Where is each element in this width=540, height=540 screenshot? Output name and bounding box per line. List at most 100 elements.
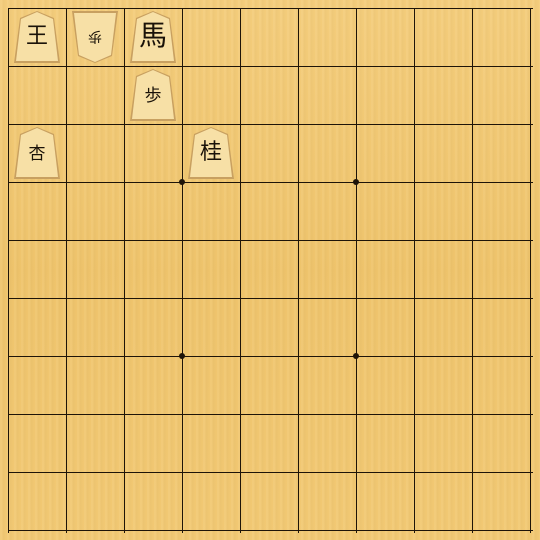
board-square[interactable]: [8, 66, 66, 124]
board-square[interactable]: [124, 356, 182, 414]
board-square[interactable]: [298, 298, 356, 356]
board-square[interactable]: [472, 472, 530, 530]
piece-shape: [72, 11, 118, 63]
board-square[interactable]: [298, 124, 356, 182]
board-square[interactable]: [356, 182, 414, 240]
grid-line-vertical: [530, 8, 531, 533]
board-square[interactable]: [414, 8, 472, 66]
board-square[interactable]: [472, 356, 530, 414]
board-square[interactable]: [356, 8, 414, 66]
board-square[interactable]: [298, 356, 356, 414]
board-square[interactable]: [66, 182, 124, 240]
knight-piece[interactable]: 桂: [186, 126, 236, 180]
board-square[interactable]: [66, 66, 124, 124]
grid-line-vertical: [414, 8, 415, 533]
pawn-piece[interactable]: 歩: [128, 68, 178, 122]
board-square[interactable]: [66, 356, 124, 414]
board-square[interactable]: [298, 66, 356, 124]
board-square[interactable]: [66, 472, 124, 530]
horse-piece[interactable]: 馬: [128, 10, 178, 64]
piece-shape: [130, 11, 176, 63]
board-square[interactable]: [240, 66, 298, 124]
grid-line-horizontal: [8, 530, 533, 531]
board-square[interactable]: [356, 66, 414, 124]
board-square[interactable]: [182, 472, 240, 530]
board-square[interactable]: [298, 182, 356, 240]
piece-label: 歩: [144, 86, 162, 106]
grid-line-horizontal: [8, 8, 533, 9]
board-square[interactable]: [414, 66, 472, 124]
grid-line-vertical: [472, 8, 473, 533]
grid-line-horizontal: [8, 356, 533, 357]
board-square[interactable]: [8, 356, 66, 414]
board-square[interactable]: [182, 298, 240, 356]
board-square[interactable]: [356, 124, 414, 182]
board-square[interactable]: [124, 298, 182, 356]
board-square[interactable]: [8, 414, 66, 472]
board-square[interactable]: [240, 8, 298, 66]
board-square[interactable]: [66, 124, 124, 182]
board-square[interactable]: [124, 414, 182, 472]
king-piece[interactable]: 王: [12, 10, 62, 64]
board-square[interactable]: [356, 356, 414, 414]
board-square[interactable]: [66, 240, 124, 298]
board-square[interactable]: [356, 240, 414, 298]
board-square[interactable]: [472, 240, 530, 298]
star-point: [179, 353, 185, 359]
board-square[interactable]: [8, 298, 66, 356]
board-square[interactable]: [298, 8, 356, 66]
board-square[interactable]: [356, 472, 414, 530]
board-square[interactable]: [66, 414, 124, 472]
board-square[interactable]: [8, 240, 66, 298]
board-square[interactable]: [298, 240, 356, 298]
board-square[interactable]: [8, 182, 66, 240]
board-square[interactable]: [472, 124, 530, 182]
board-square[interactable]: [182, 414, 240, 472]
board-square[interactable]: [240, 240, 298, 298]
board-square[interactable]: [240, 472, 298, 530]
grid-line-horizontal: [8, 124, 533, 125]
grid-line-vertical: [124, 8, 125, 533]
board-square[interactable]: [414, 472, 472, 530]
grid-line-vertical: [356, 8, 357, 533]
grid-line-horizontal: [8, 182, 533, 183]
board-square[interactable]: [356, 414, 414, 472]
board-square[interactable]: [124, 472, 182, 530]
board-square[interactable]: [182, 66, 240, 124]
piece-label: 歩: [88, 28, 102, 44]
board-square[interactable]: [182, 240, 240, 298]
board-square[interactable]: [472, 414, 530, 472]
board-square[interactable]: [240, 298, 298, 356]
opponent-pawn-piece[interactable]: 歩: [70, 10, 120, 64]
board-square[interactable]: [414, 124, 472, 182]
grid-line-vertical: [240, 8, 241, 533]
piece-shape: [14, 127, 60, 179]
board-square[interactable]: [414, 356, 472, 414]
board-square[interactable]: [472, 66, 530, 124]
board-square[interactable]: [414, 240, 472, 298]
board-square[interactable]: [182, 8, 240, 66]
board-square[interactable]: [472, 298, 530, 356]
board-square[interactable]: [414, 182, 472, 240]
board-square[interactable]: [124, 182, 182, 240]
board-square[interactable]: [240, 356, 298, 414]
board-square[interactable]: [124, 124, 182, 182]
board-square[interactable]: [66, 298, 124, 356]
board-square[interactable]: [124, 240, 182, 298]
board-square[interactable]: [240, 124, 298, 182]
promoted-lance-piece[interactable]: 杏: [12, 126, 62, 180]
board-square[interactable]: [414, 414, 472, 472]
board-square[interactable]: [472, 8, 530, 66]
board-square[interactable]: [414, 298, 472, 356]
piece-shape: [14, 11, 60, 63]
board-square[interactable]: [182, 356, 240, 414]
board-square[interactable]: [356, 298, 414, 356]
board-square[interactable]: [472, 182, 530, 240]
board-square[interactable]: [298, 472, 356, 530]
board-square[interactable]: [182, 182, 240, 240]
board-square[interactable]: [240, 414, 298, 472]
board-square[interactable]: [240, 182, 298, 240]
board-square[interactable]: [8, 472, 66, 530]
board-square[interactable]: [298, 414, 356, 472]
